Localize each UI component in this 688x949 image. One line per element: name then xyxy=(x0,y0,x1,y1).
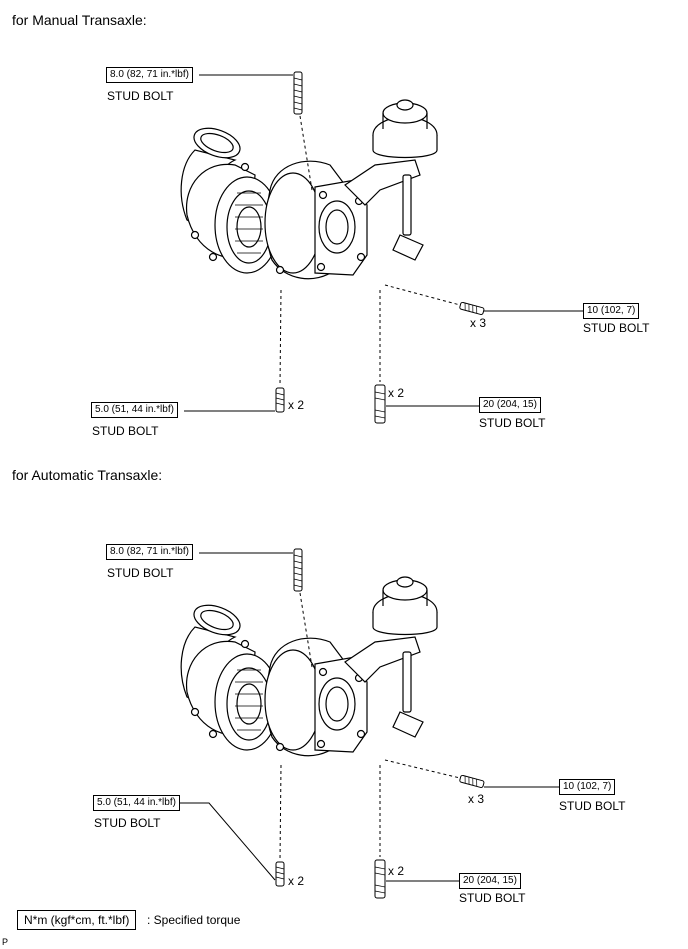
quantity-left-bottom-automatic: x 2 xyxy=(288,874,305,888)
section-heading-manual: for Manual Transaxle: xyxy=(12,12,147,28)
quantity-right-manual: x 3 xyxy=(470,316,487,330)
torque-spec-top-automatic: 8.0 (82, 71 in.*lbf) xyxy=(106,544,193,560)
torque-spec-right-automatic: 10 (102, 7) xyxy=(559,779,616,795)
torque-spec-right-manual: 10 (102, 7) xyxy=(583,303,640,319)
stud-bolt-top-automatic xyxy=(293,548,303,592)
part-label-right-manual: STUD BOLT xyxy=(583,321,650,335)
turbocharger-automatic xyxy=(180,576,438,757)
part-label-left-bottom-automatic: STUD BOLT xyxy=(94,816,161,830)
stud-bolt-right-automatic xyxy=(459,774,485,789)
quantity-right-automatic: x 3 xyxy=(468,792,485,806)
stud-bolt-left-bottom-manual xyxy=(275,387,285,413)
part-label-right-automatic: STUD BOLT xyxy=(559,799,626,813)
quantity-right-bottom-manual: x 2 xyxy=(388,386,405,400)
stud-bolt-right-manual xyxy=(459,301,485,316)
stud-bolt-left-bottom-automatic xyxy=(275,861,285,887)
legend-description: : Specified torque xyxy=(147,913,241,927)
legend-torque-box: N*m (kgf*cm, ft.*lbf) xyxy=(17,910,137,930)
torque-spec-left-bottom-automatic: 5.0 (51, 44 in.*lbf) xyxy=(93,795,180,811)
part-label-right-bottom-automatic: STUD BOLT xyxy=(459,891,526,905)
stud-bolt-top-manual xyxy=(293,71,303,115)
torque-spec-right-bottom-automatic: 20 (204, 15) xyxy=(459,873,521,889)
stud-bolt-right-bottom-automatic xyxy=(374,859,386,899)
turbocharger-manual xyxy=(180,99,438,280)
part-label-top-automatic: STUD BOLT xyxy=(107,566,174,580)
stud-bolt-right-bottom-manual xyxy=(374,384,386,424)
torque-spec-top-manual: 8.0 (82, 71 in.*lbf) xyxy=(106,67,193,83)
part-label-left-bottom-manual: STUD BOLT xyxy=(92,424,159,438)
quantity-right-bottom-automatic: x 2 xyxy=(388,864,405,878)
part-label-right-bottom-manual: STUD BOLT xyxy=(479,416,546,430)
quantity-left-bottom-manual: x 2 xyxy=(288,398,305,412)
torque-spec-right-bottom-manual: 20 (204, 15) xyxy=(479,397,541,413)
corner-mark: P xyxy=(2,937,9,947)
part-label-top-manual: STUD BOLT xyxy=(107,89,174,103)
torque-spec-left-bottom-manual: 5.0 (51, 44 in.*lbf) xyxy=(91,402,178,418)
section-heading-automatic: for Automatic Transaxle: xyxy=(12,467,163,483)
